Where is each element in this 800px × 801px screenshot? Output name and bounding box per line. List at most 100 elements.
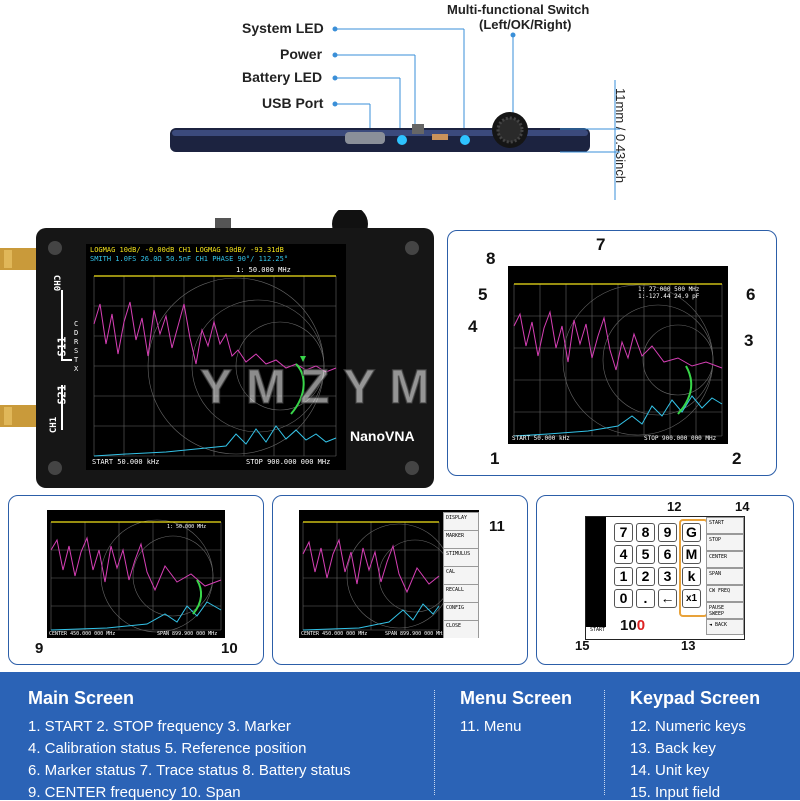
callout-4: 4 bbox=[468, 317, 478, 336]
key-1[interactable]: 1 bbox=[614, 567, 633, 586]
callout-5: 5 bbox=[478, 285, 488, 304]
key-3[interactable]: 3 bbox=[658, 567, 677, 586]
callout-15: 15 bbox=[575, 638, 590, 653]
stim-center[interactable]: CENTER bbox=[706, 551, 744, 568]
callout-6: 6 bbox=[746, 285, 756, 304]
cal-letter: S bbox=[74, 347, 79, 355]
key-8[interactable]: 8 bbox=[636, 523, 655, 542]
legend-main-4: 9. CENTER frequency 10. Span bbox=[28, 784, 241, 801]
menu-item-close[interactable]: CLOSE bbox=[443, 620, 479, 638]
cal-letter: D bbox=[74, 329, 79, 337]
stim-cw-freq[interactable]: CW FREQ bbox=[706, 585, 744, 602]
key-7[interactable]: 7 bbox=[614, 523, 633, 542]
keypad-screen-panel: 7 8 9 4 5 6 1 2 3 0 . ← G M k x1 START S… bbox=[536, 495, 794, 665]
key-2[interactable]: 2 bbox=[636, 567, 655, 586]
cal-letter: C bbox=[74, 320, 79, 328]
key-6[interactable]: 6 bbox=[658, 545, 677, 564]
ch0-label: CH0 bbox=[51, 274, 62, 292]
s21-label: S21 bbox=[55, 384, 69, 405]
menu-screen-panel: CENTER 450.000 000 MHz SPAN 899.900 000 … bbox=[272, 495, 528, 665]
center-span-plot bbox=[50, 519, 222, 633]
label-usb-port: USB Port bbox=[262, 95, 324, 111]
key-4[interactable]: 4 bbox=[614, 545, 633, 564]
callout-2: 2 bbox=[732, 449, 742, 468]
legend-keypad-title: Keypad Screen bbox=[630, 688, 761, 708]
menu-list: DISPLAY MARKER STIMULUS CAL RECALL CONFI… bbox=[443, 512, 479, 638]
device-brand: NanoVNA bbox=[350, 428, 415, 444]
label-power: Power bbox=[280, 46, 323, 62]
ch1-label: CH1 bbox=[49, 416, 60, 434]
stim-back[interactable]: ◄ BACK bbox=[706, 619, 744, 635]
callout-11: 11 bbox=[489, 518, 505, 535]
main-marker-line-2: 1:-127.44 24.9 pF bbox=[638, 293, 700, 300]
unit-key-k[interactable]: k bbox=[682, 567, 701, 586]
input-field[interactable]: 100 bbox=[620, 617, 645, 634]
unit-key-g[interactable]: G bbox=[682, 523, 701, 542]
menu-screen-plot bbox=[302, 521, 452, 631]
keypad-screen: 7 8 9 4 5 6 1 2 3 0 . ← G M k x1 START S… bbox=[585, 516, 745, 640]
label-system-led: System LED bbox=[242, 20, 324, 36]
key-dot[interactable]: . bbox=[636, 589, 655, 608]
callout-14: 14 bbox=[735, 499, 750, 514]
callout-12: 12 bbox=[667, 499, 682, 514]
legend-main-1: 1. START 2. STOP frequency 3. Marker bbox=[28, 718, 291, 735]
main-screen-lcd: 1: 27.000 500 MHz 1:-127.44 24.9 pF STAR… bbox=[508, 266, 728, 444]
panel-b-center: CENTER 450.000 000 MHz bbox=[301, 631, 368, 637]
stim-start[interactable]: START bbox=[706, 517, 744, 534]
legend-divider-1 bbox=[434, 690, 435, 795]
callout-10: 10 bbox=[221, 640, 238, 657]
stim-span[interactable]: SPAN bbox=[706, 568, 744, 585]
watermark: YMZYM bbox=[199, 360, 444, 415]
menu-screen-lcd: CENTER 450.000 000 MHz SPAN 899.900 000 … bbox=[299, 510, 479, 638]
input-field-label: START bbox=[590, 627, 606, 633]
center-span-lcd: 1: 50.000 MHz CENTER 450.000 000 MHz SPA… bbox=[47, 510, 225, 638]
main-marker-line-1: 1: 27.000 500 MHz bbox=[638, 286, 700, 293]
center-span-panel: 1: 50.000 MHz CENTER 450.000 000 MHz SPA… bbox=[8, 495, 264, 665]
side-view-drawing bbox=[170, 26, 620, 200]
legend-keypad-1: 12. Numeric keys bbox=[630, 718, 746, 735]
panel-a-marker: 1: 50.000 MHz bbox=[167, 524, 207, 530]
device-lcd: LOGMAG 10dB/ -0.00dB CH1 LOGMAG 10dB/ -9… bbox=[86, 244, 346, 470]
lcd-start: START 50.000 kHz bbox=[92, 458, 160, 466]
callout-7: 7 bbox=[596, 235, 606, 254]
unit-key-m[interactable]: M bbox=[682, 545, 701, 564]
lcd-marker-line: 1: 50.000 MHz bbox=[236, 266, 291, 274]
s11-label: S11 bbox=[55, 336, 69, 357]
side-view: System LED Power Battery LED USB Port Mu… bbox=[0, 0, 800, 210]
cal-letter: R bbox=[74, 338, 79, 346]
lcd-header-2: SMITH 1.0FS 26.0Ω 50.5nF CH1 PHASE 90°/ … bbox=[90, 255, 289, 263]
legend-divider-2 bbox=[604, 690, 605, 795]
key-0[interactable]: 0 bbox=[614, 589, 633, 608]
legend-main-3: 6. Marker status 7. Trace status 8. Batt… bbox=[28, 762, 351, 779]
legend-main-title: Main Screen bbox=[28, 688, 135, 708]
legend-menu-title: Menu Screen bbox=[460, 688, 573, 708]
keypad-plot-strip bbox=[586, 517, 606, 627]
main-stop: STOP 900.000 000 MHz bbox=[644, 435, 717, 442]
legend-bar: Main Screen 1. START 2. STOP frequency 3… bbox=[0, 672, 800, 801]
key-9[interactable]: 9 bbox=[658, 523, 677, 542]
panel-a-span: SPAN 899.900 000 MHz bbox=[157, 631, 218, 637]
label-battery-led: Battery LED bbox=[242, 69, 323, 85]
legend-main-2: 4. Calibration status 5. Reference posit… bbox=[28, 740, 307, 757]
legend-keypad-2: 13. Back key bbox=[630, 740, 716, 757]
callout-9: 9 bbox=[35, 640, 44, 657]
back-key[interactable]: ← bbox=[658, 589, 677, 608]
lcd-stop: STOP 900.000 000 MHz bbox=[246, 458, 331, 466]
legend-menu-1: 11. Menu bbox=[460, 718, 522, 735]
panel-b-span: SPAN 899.900 000 MHz bbox=[385, 631, 446, 637]
callout-8: 8 bbox=[486, 249, 496, 268]
device: CH0 S11 S21 CH1 LOGMAG 10dB/ -0.00dB CH1… bbox=[0, 210, 440, 490]
main-screen-plot bbox=[513, 283, 723, 437]
callout-13: 13 bbox=[681, 638, 696, 653]
legend-keypad-4: 15. Input field bbox=[630, 784, 721, 801]
main-screen-panel: 1: 27.000 500 MHz 1:-127.44 24.9 pF STAR… bbox=[447, 230, 777, 476]
lcd-header-1: LOGMAG 10dB/ -0.00dB CH1 LOGMAG 10dB/ -9… bbox=[90, 246, 284, 254]
key-5[interactable]: 5 bbox=[636, 545, 655, 564]
stimulus-menu: START STOP CENTER SPAN CW FREQ PAUSE SWE… bbox=[706, 517, 744, 635]
stim-stop[interactable]: STOP bbox=[706, 534, 744, 551]
stim-pause-sweep[interactable]: PAUSE SWEEP bbox=[706, 602, 744, 619]
cal-letter: T bbox=[74, 356, 79, 364]
cal-letter: X bbox=[74, 365, 79, 373]
unit-key-x1[interactable]: x1 bbox=[682, 589, 701, 608]
